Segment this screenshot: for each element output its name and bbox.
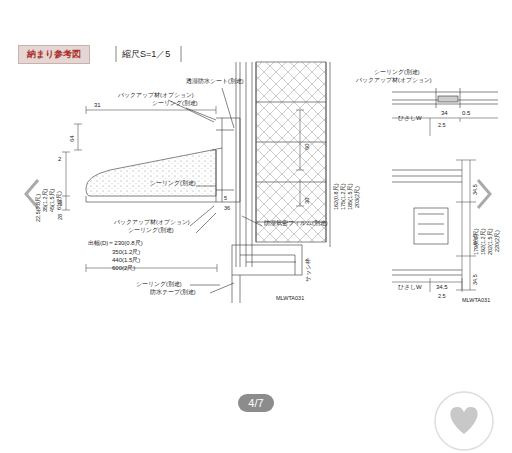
page-indicator: 4/7: [238, 394, 274, 412]
title-box: 納まり参考図: [18, 45, 90, 64]
dimension-label: 22.5(0.8尺): [36, 194, 42, 222]
dimension-label: 350(1.2尺): [112, 249, 140, 255]
dimension-label: バックアップ材(オプション): [114, 220, 190, 226]
dimension-label: 28: [58, 214, 64, 220]
dimension-label: 縮尺S=1／5: [122, 50, 170, 59]
dimension-label: 30: [304, 197, 310, 204]
dimension-label: 34.5: [436, 284, 448, 290]
dimension-label: 203(2尺): [355, 186, 361, 208]
dimension-label: 440(1.5尺): [112, 257, 140, 263]
dimension-label: MLWTA031: [276, 296, 304, 302]
dimension-label: 45(1.5尺): [50, 189, 56, 212]
dimension-label: 31: [94, 102, 101, 108]
dimension-label: 36: [224, 206, 230, 212]
dimension-label: バックアップ材(オプション): [356, 78, 432, 84]
dimension-label: 35(1.2尺): [43, 189, 49, 212]
dimension-label: 64: [69, 135, 75, 142]
dimension-label: 185(1.5尺): [348, 184, 354, 211]
dimension-label: サッシ枠: [306, 258, 312, 282]
dimension-label: シーリング(別途): [374, 70, 420, 76]
dimension-label: 出幅(D)＝230(0.8尺): [88, 240, 143, 246]
dimension-label: シーリング(別途): [152, 101, 198, 107]
dimension-label: シーリング(別途): [136, 282, 182, 288]
page-text: 4/7: [248, 397, 263, 409]
dimension-label: 透湿防水シート(別途): [186, 79, 244, 85]
dimension-label: ひさしW: [398, 284, 422, 290]
dimension-label: 防水テープ(別途): [150, 290, 196, 296]
dimension-label: 防湿気密フィルム(別途): [264, 221, 328, 227]
dimension-label: 600(2尺): [112, 265, 135, 271]
dimension-label: 34: [441, 110, 448, 116]
dimension-label: 5: [224, 196, 227, 202]
dimension-label: 162(0.8尺): [334, 184, 340, 211]
dimension-label: シーリング(別途): [150, 181, 196, 187]
dimension-label: 220(2尺): [495, 230, 501, 252]
dimension-label: ひさしW: [398, 115, 422, 121]
dimension-label: 2: [58, 156, 61, 162]
dimension-label: 2.5: [438, 294, 446, 300]
dimension-label: シーリング(別途): [128, 228, 174, 234]
dimension-label: 60: [304, 143, 310, 150]
dimension-label: 64.5: [473, 234, 479, 245]
dimension-label: 34.5: [473, 184, 479, 195]
dimension-label: 28: [58, 200, 64, 206]
dimension-label: 0.5: [462, 110, 470, 116]
dimension-label: バックアップ材(オプション): [118, 93, 194, 99]
dimension-label: MLWTA031: [462, 298, 490, 304]
dimension-label: 34.5: [473, 274, 479, 285]
dimension-label: 202(1.5尺): [488, 229, 494, 256]
dimension-label: 2.5: [438, 123, 446, 129]
dimension-label: 192(1.2尺): [481, 229, 487, 256]
dimension-label: 175(1.2尺): [341, 184, 347, 211]
